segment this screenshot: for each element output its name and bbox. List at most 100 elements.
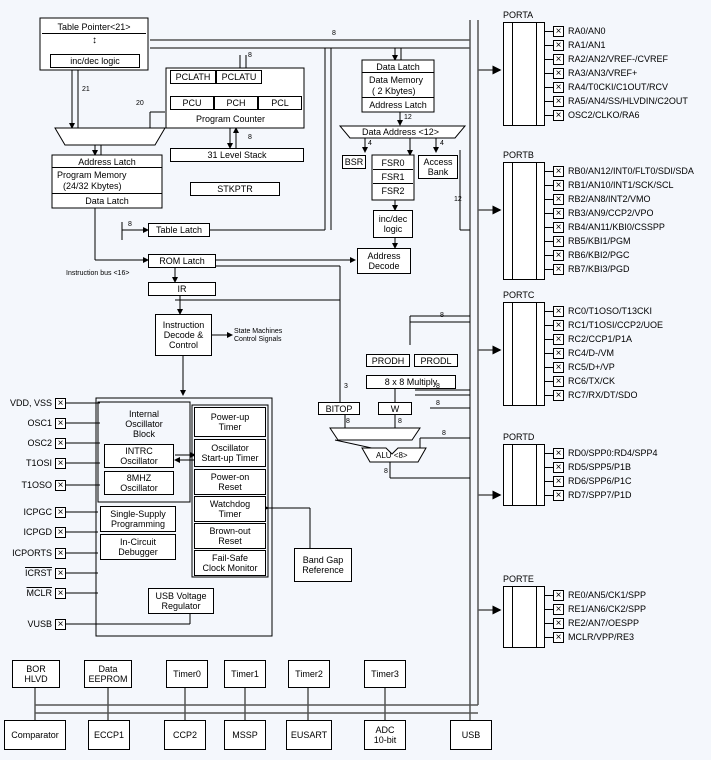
- multiply: 8 x 8 Multiply: [366, 375, 456, 389]
- pin-label-rc1: RC1/T1OSI/CCP2/UOE: [568, 320, 664, 330]
- program-memory-size: (24/32 Kbytes): [63, 181, 122, 191]
- pin-wire: [545, 495, 553, 496]
- bus-width: 8: [440, 312, 444, 319]
- pin-label-rb6: RB6/KBI2/PGC: [568, 250, 630, 260]
- pin-label-ra3: RA3/AN3/VREF+: [568, 68, 638, 78]
- pin-label-rb3: RB3/AN9/CCP2/VPO: [568, 208, 654, 218]
- pin-label-rb7: RB7/KBI3/PGD: [568, 264, 630, 274]
- left-pin-t1osi: T1OSI: [25, 458, 52, 468]
- rom-latch: ROM Latch: [148, 254, 216, 268]
- pin-label-re1: RE1/AN6/CK2/SPP: [568, 604, 647, 614]
- pin-pad-icon: ×: [55, 619, 66, 630]
- pin-label-ra2: RA2/AN2/VREF-/CVREF: [568, 54, 669, 64]
- pin-pad-icon: ×: [55, 588, 66, 599]
- pin-label-rc4: RC4/D-/VM: [568, 348, 615, 358]
- pin-pad-icon: ×: [553, 462, 564, 473]
- updown-arrow: ↕: [92, 35, 97, 46]
- pclatu: PCLATU: [216, 70, 262, 84]
- left-pin-vusb: VUSB: [27, 619, 52, 629]
- pin-pad-icon: ×: [553, 632, 564, 643]
- data-memory-label: Data Memory: [369, 75, 424, 85]
- pin-pad-icon: ×: [55, 527, 66, 538]
- bus-width: 8: [442, 430, 446, 437]
- fsr1: FSR1: [373, 170, 413, 184]
- left-pin-osc2: OSC2: [27, 438, 52, 448]
- port-title-porte: PORTE: [503, 574, 534, 584]
- left-pin-t1oso: T1OSO: [21, 480, 52, 490]
- left-pin-mclr: MCLR: [26, 588, 52, 598]
- port-register-porte: [503, 586, 545, 648]
- peripheral-eusart: EUSART: [286, 720, 332, 750]
- bus-width: 8: [398, 418, 402, 425]
- pin-wire: [545, 87, 553, 88]
- instruction-bus-label: Instruction bus <16>: [66, 270, 130, 277]
- ir: IR: [148, 282, 216, 296]
- pin-label-rb2: RB2/AN8/INT2/VMO: [568, 194, 651, 204]
- pin-wire: [545, 59, 553, 60]
- pin-pad-icon: ×: [553, 236, 564, 247]
- prodl: PRODL: [414, 354, 458, 367]
- pin-pad-icon: ×: [553, 604, 564, 615]
- pin-label-ra0: RA0/AN0: [568, 26, 606, 36]
- pin-label-rd6: RD6/SPP6/P1C: [568, 476, 632, 486]
- pin-pad-icon: ×: [553, 222, 564, 233]
- pin-pad-icon: ×: [553, 40, 564, 51]
- pin-wire: [545, 199, 553, 200]
- pin-pad-icon: ×: [553, 68, 564, 79]
- pin-label-rc7: RC7/RX/DT/SDO: [568, 390, 638, 400]
- pin-pad-icon: ×: [55, 398, 66, 409]
- pin-pad-icon: ×: [553, 96, 564, 107]
- pin-pad-icon: ×: [553, 490, 564, 501]
- pin-wire: [545, 623, 553, 624]
- stkptr: STKPTR: [190, 182, 280, 196]
- pin-wire: [545, 609, 553, 610]
- pin-wire: [545, 481, 553, 482]
- port-title-portd: PORTD: [503, 432, 535, 442]
- pin-label-rb5: RB5/KBI1/PGM: [568, 236, 631, 246]
- bus-width: 3: [344, 383, 348, 390]
- table-pointer: Table Pointer<21>: [42, 20, 146, 34]
- pin-pad-icon: ×: [553, 26, 564, 37]
- pin-label-rd0: RD0/SPP0:RD4/SPP4: [568, 448, 658, 458]
- bus-width: 20: [136, 100, 144, 107]
- pin-wire: [545, 381, 553, 382]
- pin-label-rb0: RB0/AN12/INT0/FLT0/SDI/SDA: [568, 166, 694, 176]
- pin-wire: [545, 395, 553, 396]
- left-pin-icrst: ICRST: [25, 568, 52, 578]
- port-register-porta: [503, 22, 545, 126]
- pin-pad-icon: ×: [553, 618, 564, 629]
- bus-width: 8: [332, 30, 336, 37]
- bsr: BSR: [342, 155, 366, 169]
- data-address-label: Data Address <12>: [362, 127, 440, 137]
- bus-width: 8: [346, 418, 350, 425]
- bus-width: 12: [454, 196, 462, 203]
- pin-pad-icon: ×: [55, 507, 66, 518]
- peripheral-comparator: Comparator: [4, 720, 66, 750]
- prodh: PRODH: [366, 354, 410, 367]
- port-register-portc: [503, 302, 545, 406]
- left-pin-icports: ICPORTS: [12, 548, 52, 558]
- pin-wire: [545, 73, 553, 74]
- alu-label: ALU <8>: [376, 451, 408, 460]
- pch: PCH: [214, 96, 258, 110]
- table-latch: Table Latch: [148, 223, 210, 237]
- pin-pad-icon: ×: [55, 418, 66, 429]
- pin-wire: [545, 453, 553, 454]
- bus-width: 8: [436, 383, 440, 390]
- bus-width: 8: [436, 400, 440, 407]
- peripheral-timer0: Timer0: [166, 660, 208, 688]
- data-memory-outline: [361, 59, 435, 113]
